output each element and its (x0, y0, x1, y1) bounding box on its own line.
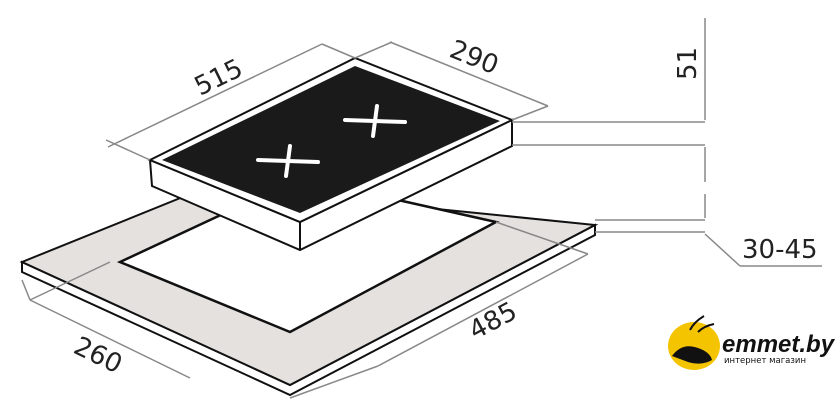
logo-name: emmet.by (722, 331, 836, 358)
logo-tagline: интернет магазин (724, 356, 806, 366)
burner-mark-front (256, 144, 320, 178)
dim-485: 485 (464, 296, 522, 346)
hob (147, 56, 515, 252)
dim-51: 51 (673, 47, 703, 80)
dim-290: 290 (445, 35, 502, 81)
dimension-lines (21, 18, 822, 399)
dim-30-45: 30-45 (742, 235, 818, 265)
dim-260: 260 (69, 331, 127, 380)
hob-glass (162, 66, 500, 213)
dim-515: 515 (190, 54, 248, 103)
emmet-logo[interactable]: emmet.by интернет магазин (668, 315, 836, 370)
burner-mark-back (343, 104, 407, 138)
